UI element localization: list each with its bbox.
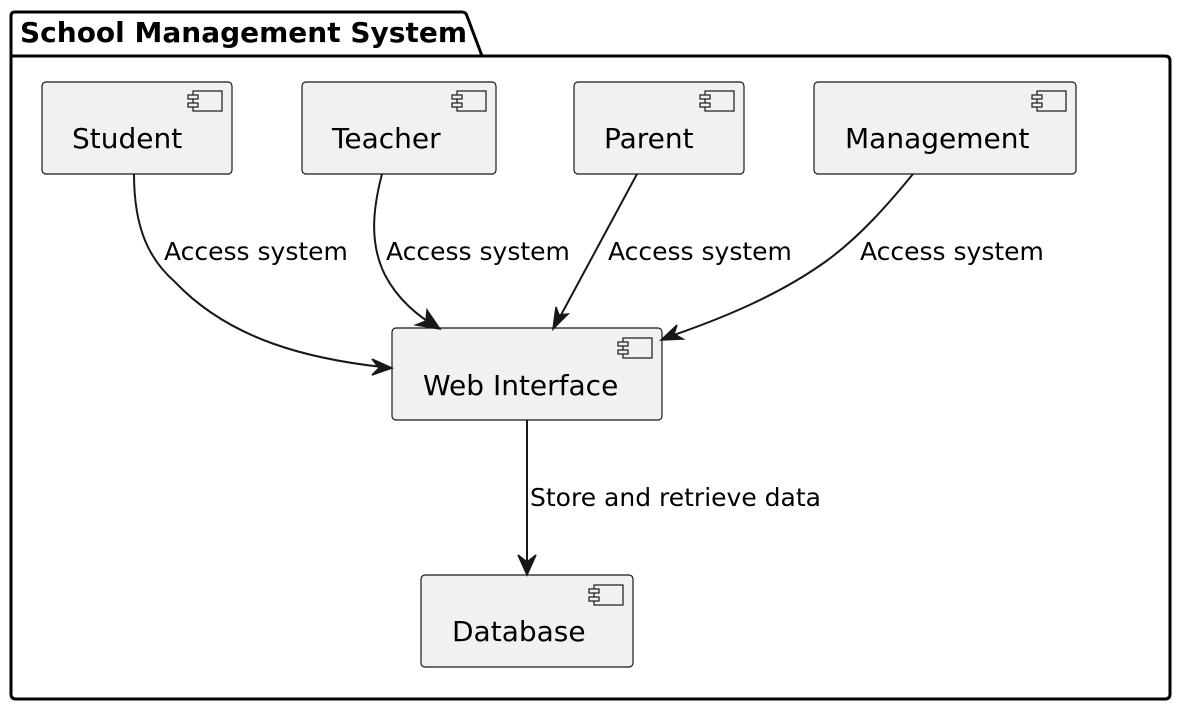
component-label: Database	[452, 615, 586, 648]
component-box	[301, 81, 497, 175]
package-body	[9, 54, 1172, 701]
edge-label: Access system	[164, 237, 348, 266]
package-tab	[9, 10, 484, 57]
component-icon	[451, 90, 487, 112]
edge-parent-to-web: Access system	[551, 173, 792, 332]
component-database[interactable]: Database	[420, 574, 634, 668]
edge-label: Store and retrieve data	[530, 483, 821, 512]
edge-label: Access system	[386, 237, 570, 266]
arrow-head	[371, 358, 395, 376]
component-icon	[617, 337, 653, 359]
component-web-interface[interactable]: Web Interface	[391, 327, 663, 421]
component-student[interactable]: Student	[41, 81, 233, 175]
edge-line	[661, 173, 914, 340]
component-icon	[588, 584, 624, 606]
component-icon	[699, 90, 735, 112]
edge-teacher-to-web: Access system	[373, 173, 570, 331]
component-label: Management	[845, 122, 1029, 155]
component-teacher[interactable]: Teacher	[301, 81, 497, 175]
edge-label: Access system	[608, 237, 792, 266]
component-parent[interactable]: Parent	[573, 81, 745, 175]
component-icon	[187, 90, 223, 112]
edge-line	[553, 173, 638, 329]
component-label: Parent	[604, 122, 694, 155]
arrow-head	[517, 554, 537, 577]
arrow-head	[551, 306, 571, 332]
component-label: Web Interface	[423, 369, 618, 402]
edge-line	[373, 173, 439, 329]
arrow-head	[413, 307, 442, 331]
edge-student-to-web: Access system	[133, 173, 395, 376]
component-box	[41, 81, 233, 175]
component-label: Student	[72, 122, 182, 155]
package-title: School Management System	[20, 16, 467, 49]
edge-management-to-web: Access system	[659, 173, 1044, 341]
edge-line	[133, 173, 393, 369]
component-icon	[1031, 90, 1067, 112]
package-frame: School Management System	[9, 10, 1172, 701]
edge-label: Access system	[860, 237, 1044, 266]
component-label: Teacher	[331, 122, 441, 155]
component-management[interactable]: Management	[813, 81, 1077, 175]
arrow-head	[659, 324, 686, 341]
component-box	[813, 81, 1077, 175]
edge-web-to-database: Store and retrieve data	[517, 420, 821, 577]
